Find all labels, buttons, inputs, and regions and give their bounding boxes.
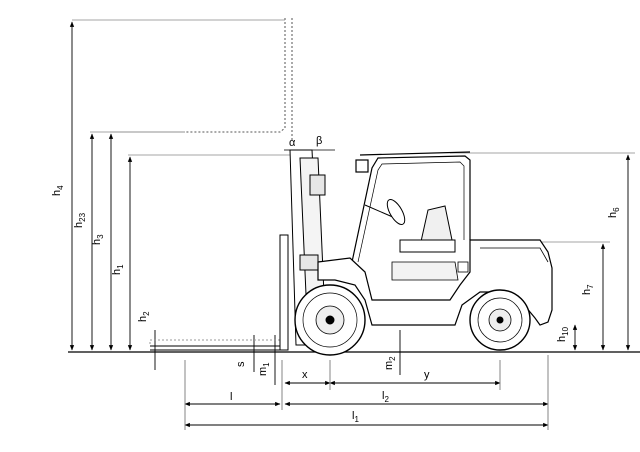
label-l: l xyxy=(230,391,232,403)
steering-and-seat xyxy=(364,199,456,253)
dimension-labels: h4 h23 h3 h1 h2 h6 h7 h10 s m1 m2 x y l l2 l1 α β xyxy=(51,135,621,424)
front-wheel xyxy=(294,284,366,356)
label-h1: h1 xyxy=(111,264,125,275)
label-beta: β xyxy=(316,135,322,147)
label-l1: l1 xyxy=(352,410,359,424)
label-h3: h3 xyxy=(91,234,105,245)
label-h6: h6 xyxy=(607,207,621,218)
label-h23: h23 xyxy=(73,212,87,228)
label-l2: l2 xyxy=(382,390,389,404)
label-y: y xyxy=(424,369,430,381)
label-x: x xyxy=(302,369,308,381)
vertical-dimensions xyxy=(69,21,631,385)
raised-load-outline xyxy=(185,18,293,140)
label-m1: m1 xyxy=(257,362,271,376)
label-h4: h4 xyxy=(51,185,65,196)
rear-wheel xyxy=(469,289,531,351)
label-h2: h2 xyxy=(137,311,151,322)
label-m2: m2 xyxy=(383,356,397,370)
label-alpha: α xyxy=(289,137,296,149)
height-reference-lines xyxy=(72,19,635,243)
label-h10: h10 xyxy=(556,326,570,342)
horizontal-dimensions xyxy=(184,355,549,430)
overhead-guard xyxy=(351,151,471,263)
label-s: s xyxy=(235,361,247,367)
forks xyxy=(149,234,289,351)
chassis xyxy=(317,239,553,326)
label-h7: h7 xyxy=(581,284,595,295)
